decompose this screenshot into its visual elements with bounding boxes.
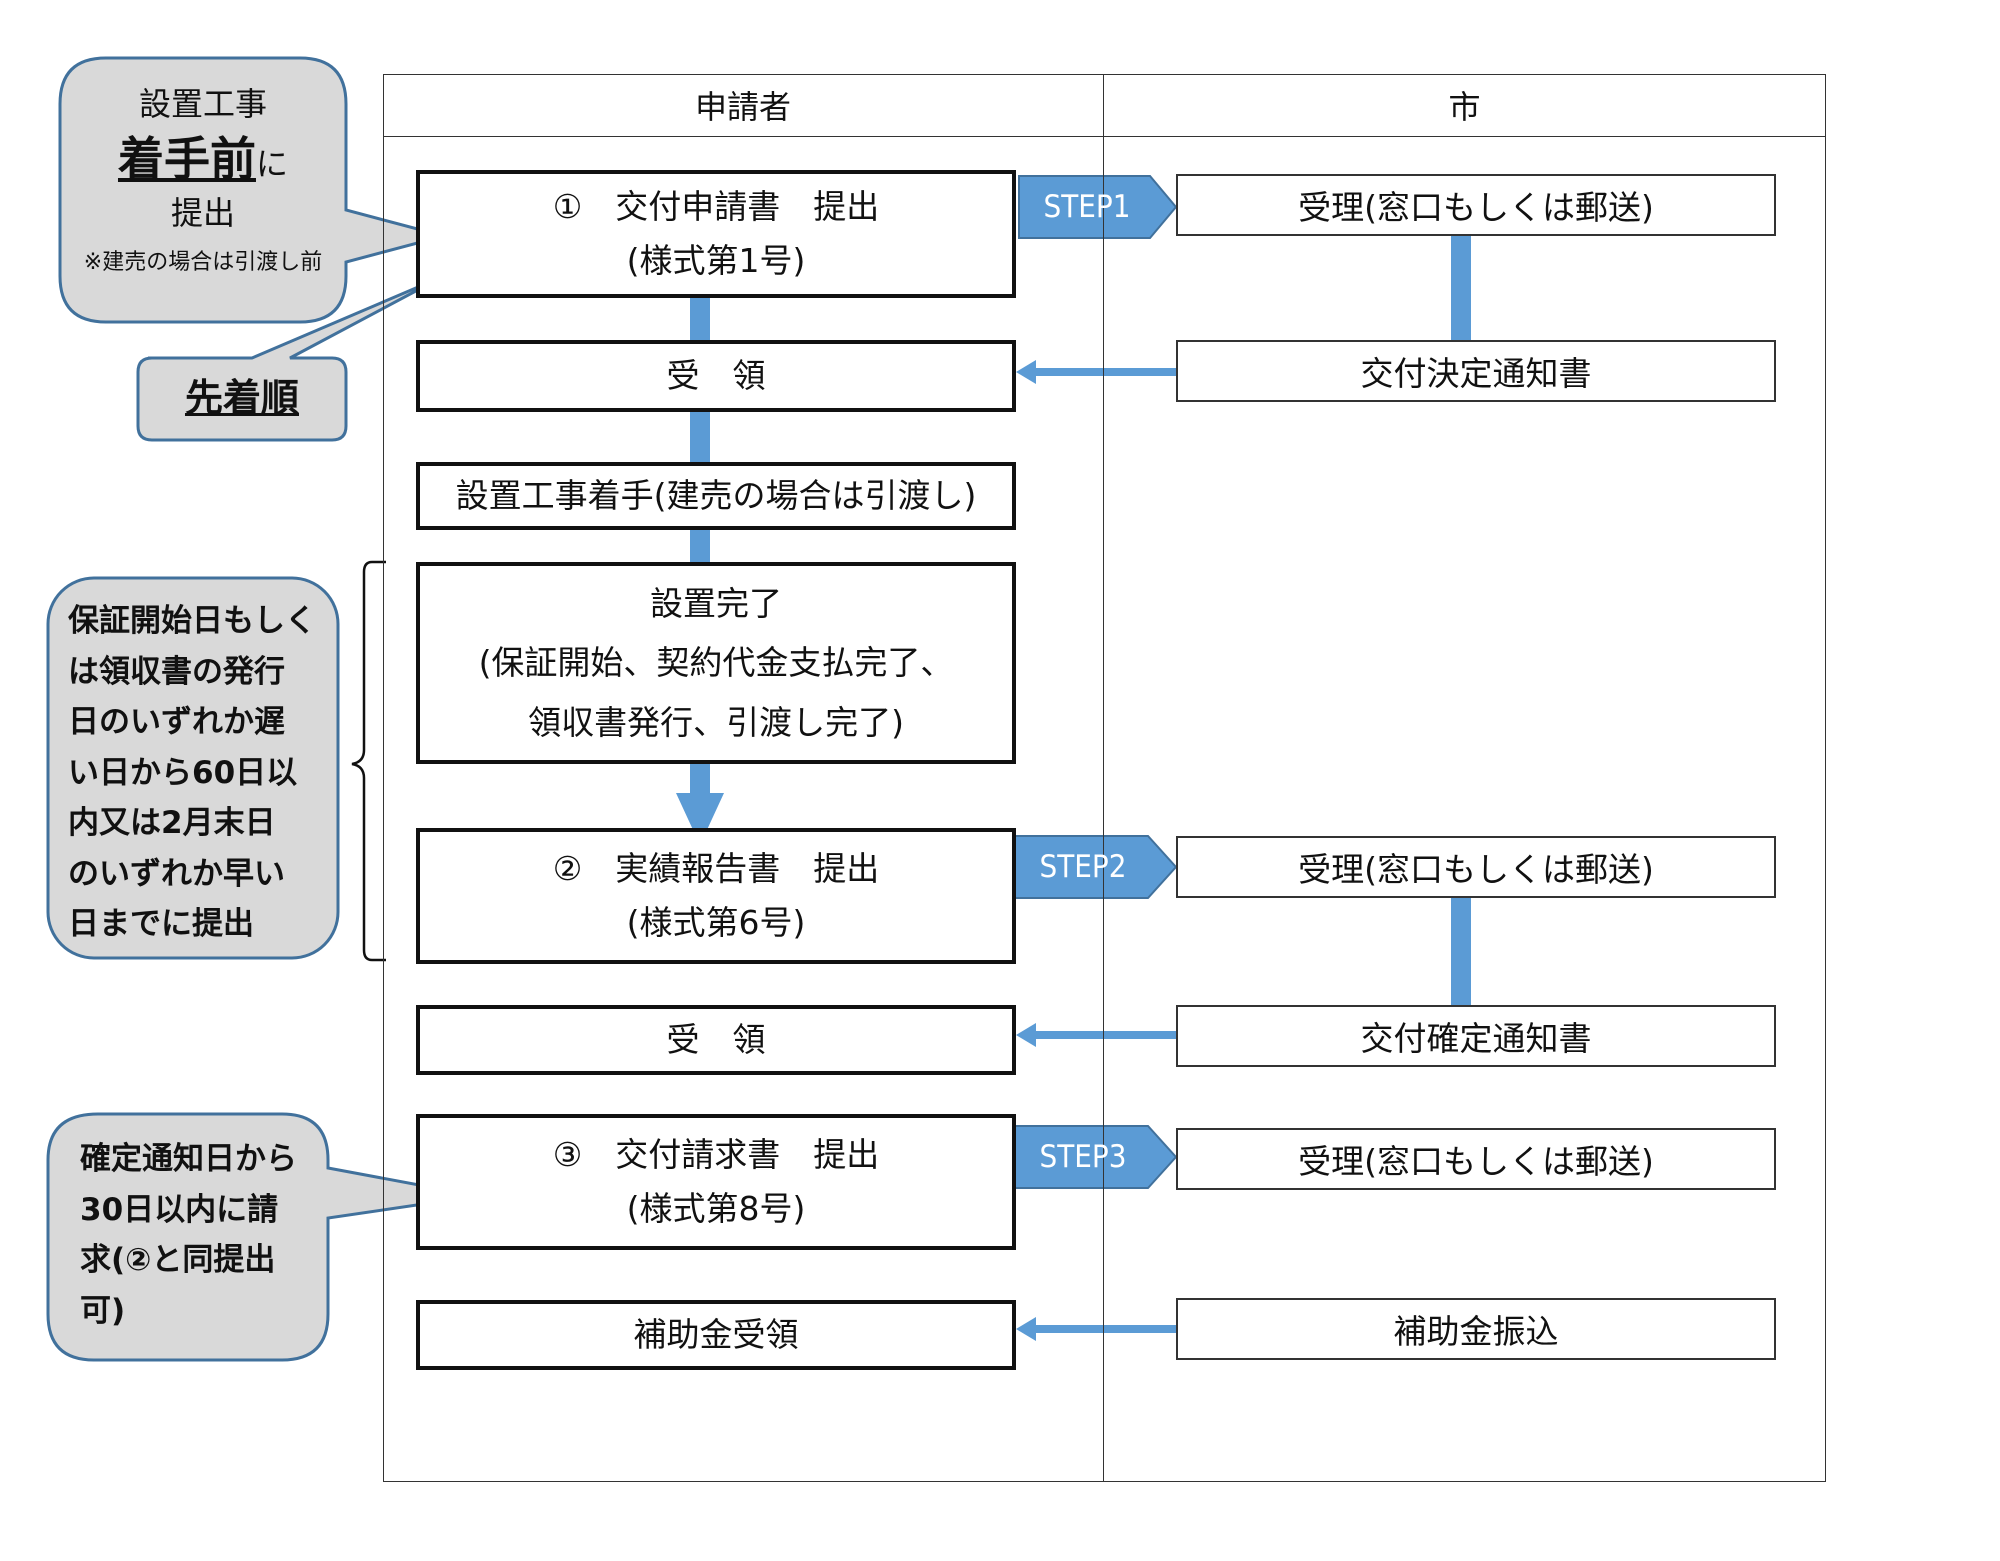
callout-before-start-shape bbox=[58, 56, 450, 324]
connector-applicant-2 bbox=[690, 410, 710, 463]
arrow-down-to-report bbox=[676, 793, 724, 845]
step3-label: STEP3 bbox=[1039, 1139, 1127, 1175]
callout-before-start-note: ※建売の場合は引渡し前 bbox=[83, 249, 323, 275]
callout-claim-deadline: 確定通知日から 30日以内に請 求(②と同提出 可) bbox=[80, 1134, 330, 1336]
callout-claim-deadline-line: 求(②と同提出 bbox=[80, 1242, 276, 1279]
box-submit-claim-line2: (様式第8号) bbox=[626, 1189, 806, 1228]
callout-report-deadline-line: 日のいずれか遅 bbox=[68, 704, 285, 741]
callout-first-come-label: 先着順 bbox=[184, 376, 299, 421]
callout-report-deadline: 保証開始日もしく は領収書の発行 日のいずれか遅 い日から60日以 内又は2月末… bbox=[68, 596, 330, 950]
box-submit-report: ② 実績報告書 提出 (様式第6号) bbox=[416, 828, 1016, 964]
callout-before-start-line1: 設置工事 bbox=[138, 85, 267, 123]
arrow-subsidy-head bbox=[1016, 1317, 1036, 1341]
box-city-grant-confirmation: 交付確定通知書 bbox=[1176, 1005, 1776, 1067]
connector-city-1 bbox=[1451, 236, 1471, 341]
box-city-subsidy-transfer: 補助金振込 bbox=[1176, 1298, 1776, 1360]
connector-applicant-3 bbox=[690, 529, 710, 562]
box-installation-complete-line3: 領収書発行、引渡し完了) bbox=[528, 702, 904, 742]
callout-report-deadline-line: 内又は2月末日 bbox=[68, 805, 276, 842]
box-city-subsidy-transfer-label: 補助金振込 bbox=[1393, 1312, 1559, 1351]
callout-report-deadline-line: 日までに提出 bbox=[68, 906, 254, 943]
swimlane-frame bbox=[383, 74, 1826, 1482]
callout-report-deadline-line: のいずれか早い bbox=[68, 855, 285, 892]
callout-before-start-line2: 着手前に bbox=[62, 127, 344, 191]
callout-report-deadline-line: 保証開始日もしく bbox=[68, 603, 316, 639]
callout-before-start: 設置工事 着手前に 提出 ※建売の場合は引渡し前 bbox=[62, 82, 344, 279]
box-installation-complete-line1: 設置完了 bbox=[650, 583, 782, 623]
box-receive-2: 受 領 bbox=[416, 1005, 1016, 1075]
callout-claim-deadline-line: 確定通知日から bbox=[80, 1141, 297, 1177]
box-submit-report-line1: ② 実績報告書 提出 bbox=[552, 849, 880, 889]
box-submit-application: ① 交付申請書 提出 (様式第1号) bbox=[416, 170, 1016, 298]
callout-report-deadline-line: い日から60日以 bbox=[68, 754, 298, 791]
brace-report-period bbox=[351, 560, 386, 962]
callout-report-deadline-line: は領収書の発行 bbox=[68, 653, 285, 690]
callout-first-come: 先着順 bbox=[138, 358, 346, 440]
step1-arrow bbox=[1018, 175, 1178, 239]
callout-claim-deadline-line: 30日以内に請 bbox=[80, 1191, 279, 1228]
box-city-accept-1-label: 受理(窓口もしくは郵送) bbox=[1298, 188, 1654, 227]
swimlane-header-line bbox=[383, 136, 1826, 137]
connector-applicant-1 bbox=[690, 296, 710, 340]
box-start-construction: 設置工事着手(建売の場合は引渡し) bbox=[416, 462, 1016, 530]
box-submit-application-line1: ① 交付申請書 提出 bbox=[552, 187, 880, 227]
callout-report-deadline-shape bbox=[46, 576, 340, 960]
lane-title-applicant: 申請者 bbox=[694, 88, 791, 126]
box-receive-subsidy-label: 補助金受領 bbox=[633, 1315, 799, 1355]
connector-applicant-4 bbox=[690, 763, 710, 793]
box-receive-1-label: 受 領 bbox=[666, 356, 766, 396]
box-start-construction-label: 設置工事着手(建売の場合は引渡し) bbox=[455, 476, 977, 516]
arrow-grant-decision-head bbox=[1016, 360, 1036, 384]
box-city-accept-2-label: 受理(窓口もしくは郵送) bbox=[1298, 850, 1654, 889]
box-city-grant-confirmation-label: 交付確定通知書 bbox=[1360, 1019, 1592, 1058]
swimlane-divider bbox=[1103, 74, 1104, 1482]
box-city-accept-1: 受理(窓口もしくは郵送) bbox=[1176, 174, 1776, 236]
step2-label: STEP2 bbox=[1039, 849, 1127, 885]
box-submit-claim-line1: ③ 交付請求書 提出 bbox=[552, 1135, 880, 1175]
callout-claim-deadline-shape bbox=[46, 1112, 479, 1362]
step1-label: STEP1 bbox=[1043, 189, 1131, 225]
callout-first-come-shape bbox=[136, 274, 445, 442]
box-receive-2-label: 受 領 bbox=[666, 1020, 766, 1060]
callout-claim-deadline-line: 可) bbox=[80, 1292, 126, 1329]
arrow-grant-confirmation-head bbox=[1016, 1023, 1036, 1047]
box-city-grant-decision-label: 交付決定通知書 bbox=[1360, 354, 1592, 393]
callout-before-start-line3: 提出 bbox=[170, 194, 235, 233]
box-city-accept-3-label: 受理(窓口もしくは郵送) bbox=[1298, 1142, 1654, 1181]
box-installation-complete-line2: (保証開始、契約代金支払完了、 bbox=[478, 643, 954, 683]
box-city-grant-decision: 交付決定通知書 bbox=[1176, 340, 1776, 402]
box-submit-application-line2: (様式第1号) bbox=[626, 241, 806, 280]
box-submit-report-line2: (様式第6号) bbox=[626, 903, 806, 942]
box-installation-complete: 設置完了 (保証開始、契約代金支払完了、 領収書発行、引渡し完了) bbox=[416, 562, 1016, 764]
box-city-accept-3: 受理(窓口もしくは郵送) bbox=[1176, 1128, 1776, 1190]
callout-before-start-emphasis: 着手前 bbox=[117, 131, 256, 186]
box-receive-subsidy: 補助金受領 bbox=[416, 1300, 1016, 1370]
box-submit-claim: ③ 交付請求書 提出 (様式第8号) bbox=[416, 1114, 1016, 1250]
box-receive-1: 受 領 bbox=[416, 340, 1016, 412]
box-city-accept-2: 受理(窓口もしくは郵送) bbox=[1176, 836, 1776, 898]
connector-city-2 bbox=[1451, 898, 1471, 1005]
callout-before-start-suffix: に bbox=[255, 144, 288, 183]
lane-title-city: 市 bbox=[1448, 88, 1481, 126]
